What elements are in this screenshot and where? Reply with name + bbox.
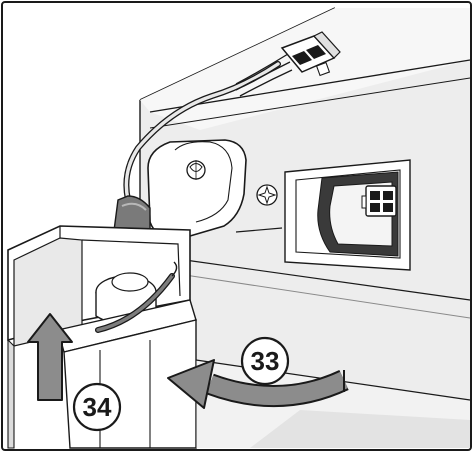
- callout-34: 34: [72, 382, 122, 432]
- rotate-arrow-icon: [167, 359, 349, 409]
- callout-34-label: 34: [83, 392, 112, 422]
- cable-loom: [123, 53, 293, 203]
- screw-head-icon: [256, 184, 278, 206]
- callout-33: 33: [240, 336, 290, 386]
- up-arrow-icon: [27, 313, 73, 401]
- socket-icon: [361, 185, 397, 217]
- connector-plug-icon: [280, 31, 341, 77]
- callout-33-label: 33: [251, 346, 280, 376]
- cable-cover: [147, 139, 283, 239]
